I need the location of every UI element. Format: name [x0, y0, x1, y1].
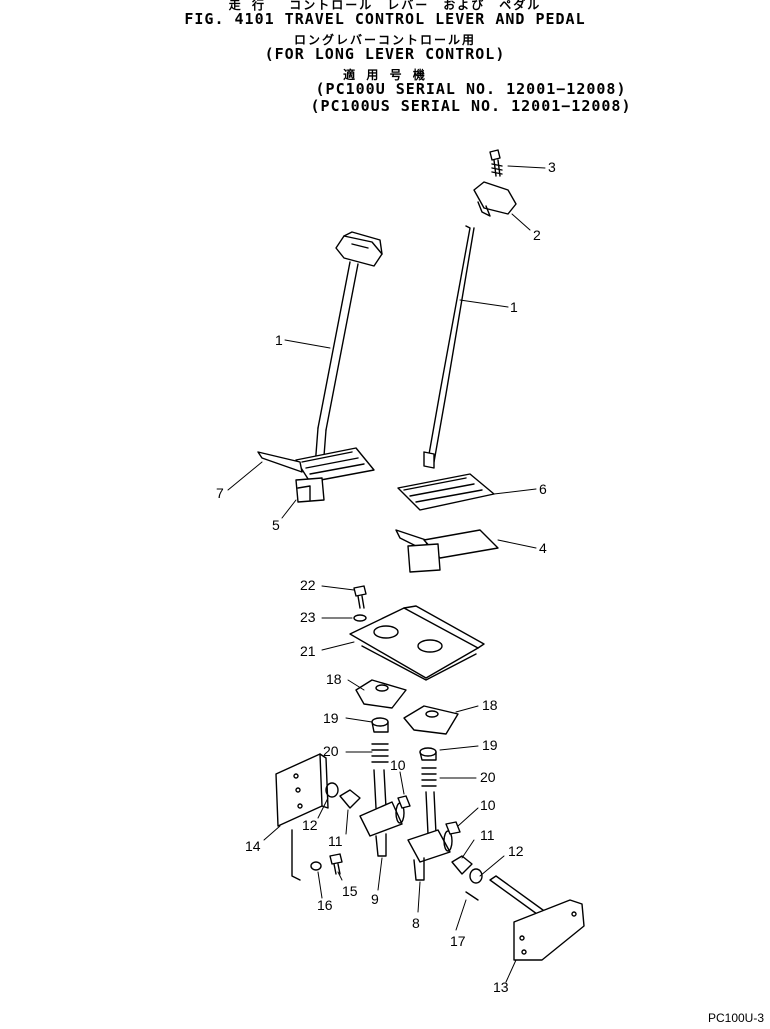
callout-1-right: 1 [510, 299, 518, 315]
callout-11-right: 11 [480, 827, 495, 843]
cover-plate-group [349, 585, 485, 681]
bracket-13 [465, 875, 585, 961]
callout-8: 8 [412, 915, 420, 931]
right-lever-assembly [395, 149, 517, 573]
callout-15: 15 [342, 883, 358, 899]
callout-18-right: 18 [482, 697, 498, 713]
callout-11-left: 11 [328, 833, 343, 849]
callout-3: 3 [548, 159, 556, 175]
callout-19-right: 19 [482, 737, 498, 753]
figure-title: FIG. 4101 TRAVEL CONTROL LEVER AND PEDAL [184, 10, 586, 28]
callout-7: 7 [216, 485, 224, 501]
callout-10-right: 10 [480, 797, 496, 813]
callout-12-left: 12 [302, 817, 318, 833]
callout-16: 16 [317, 897, 333, 913]
callout-22: 22 [300, 577, 316, 593]
callout-21: 21 [300, 643, 316, 659]
callout-19-left: 19 [323, 710, 339, 726]
callout-10-left: 10 [390, 757, 406, 773]
callout-20-right: 20 [480, 769, 496, 785]
callout-20-left: 20 [323, 743, 339, 759]
bracket-14 [275, 753, 361, 881]
subtitle-japanese: ロングレバーコントロール用 [293, 33, 476, 47]
figure-subtitle: (FOR LONG LEVER CONTROL) [264, 45, 506, 63]
callout-12-right: 12 [508, 843, 524, 859]
callout-5: 5 [272, 517, 280, 533]
page-code: PC100U-3 [707, 1011, 764, 1025]
serial-line-2: (PC100US SERIAL NO. 12001−12008) [310, 97, 632, 115]
applicable-japanese: 適 用 号 機 [343, 68, 427, 82]
pedal-shaft-8 [407, 821, 483, 884]
callout-9: 9 [371, 891, 379, 907]
callout-2: 2 [533, 227, 541, 243]
left-lever-assembly [257, 231, 383, 503]
callout-18-left: 18 [326, 671, 342, 687]
callout-13: 13 [493, 979, 509, 995]
callout-14: 14 [245, 838, 261, 854]
leader-lines [227, 165, 546, 983]
callout-6: 6 [539, 481, 547, 497]
spring-stack-right [403, 705, 459, 835]
callout-23: 23 [300, 609, 316, 625]
callout-labels: 3 2 1 1 7 5 6 4 22 23 21 18 18 19 19 20 … [216, 159, 556, 995]
spring-stack-left [355, 679, 407, 809]
callout-1-left: 1 [275, 332, 283, 348]
callout-17: 17 [450, 933, 466, 949]
title-japanese: 走 行 コントロール レバー および ペダル [228, 0, 542, 12]
callout-4: 4 [539, 540, 547, 556]
pedal-shaft-9 [359, 795, 411, 857]
serial-line-1: (PC100U SERIAL NO. 12001−12008) [315, 80, 627, 98]
